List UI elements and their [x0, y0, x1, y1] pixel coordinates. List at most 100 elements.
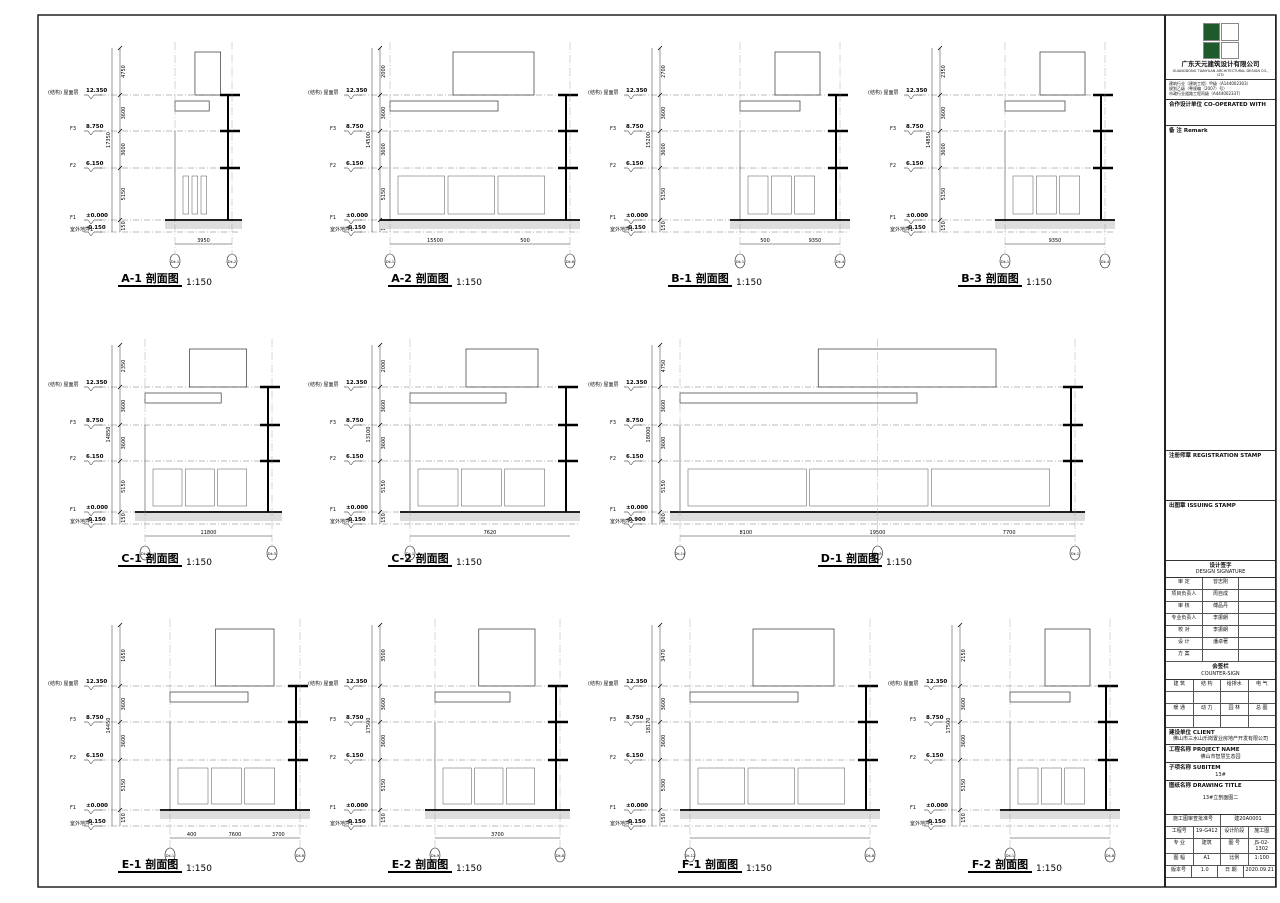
signature-row: 审 核傅品丹	[1166, 602, 1275, 615]
level-name: F2	[70, 456, 76, 462]
level-elevation: 12.350	[346, 679, 367, 685]
height-dimension: 5150	[661, 480, 667, 493]
level-name: F3	[70, 126, 76, 132]
window	[697, 767, 745, 805]
panel-scale: 1:150	[1026, 278, 1052, 288]
countersign-discipline: 建 筑	[1166, 679, 1194, 691]
level-elevation: ±0.000	[346, 505, 368, 511]
level-marker	[344, 94, 362, 100]
level-marker	[84, 94, 102, 100]
level-name: 室外地坪1	[70, 518, 93, 525]
level-marker	[624, 167, 642, 173]
window	[1059, 175, 1080, 215]
canopy-outline	[689, 691, 799, 703]
signature-table: 审 定曾志刚项目负责人周自成审 核傅品丹专业负责人李振朗校 对李振朗设 计潘卓著…	[1166, 578, 1275, 663]
level-elevation: 6.150	[626, 454, 644, 460]
dimension-tick	[937, 45, 943, 51]
window	[794, 175, 815, 215]
height-dimension: 2350	[121, 360, 127, 373]
level-elevation: ±0.000	[906, 213, 928, 219]
level-name: (结构) 屋面层	[308, 89, 339, 96]
height-dimension: 150	[661, 221, 667, 231]
axis-label: Dk-9	[431, 854, 439, 858]
level-marker	[84, 219, 102, 225]
level-elevation: 8.750	[626, 418, 644, 424]
dimension-tick	[117, 757, 123, 763]
parapet-outline	[478, 628, 536, 687]
dimension-tick	[657, 422, 663, 428]
window	[182, 175, 189, 215]
parapet-outline	[774, 51, 821, 96]
level-name: 室外地坪1	[610, 226, 633, 233]
info-key: 图 幅	[1166, 853, 1194, 865]
level-marker	[624, 825, 642, 831]
subitem-label: 子项名称 SUBITEM	[1169, 764, 1221, 771]
height-dimension: 3600	[941, 143, 947, 156]
signature-title-en: DESIGN SIGNATURE	[1195, 569, 1246, 576]
countersign-cell	[1166, 691, 1194, 703]
parapet-outline	[215, 628, 275, 687]
height-dimension: 3600	[661, 107, 667, 120]
level-name: F1	[70, 507, 76, 513]
dimension-tick	[377, 128, 383, 134]
dimension-tick	[657, 165, 663, 171]
height-dimension: 3600	[661, 143, 667, 156]
panel-scale: 1:150	[186, 864, 212, 874]
dimension-tick	[957, 757, 963, 763]
countersign-blank-row	[1166, 691, 1275, 704]
panel-scale: 1:150	[456, 278, 482, 288]
dimension-tick	[957, 683, 963, 689]
level-elevation: 6.150	[626, 161, 644, 167]
dimension-tick	[657, 622, 663, 628]
window	[211, 767, 242, 805]
canopy-outline	[1009, 691, 1071, 703]
ground-hatch	[680, 811, 880, 819]
window	[244, 767, 275, 805]
axis-bubble	[226, 253, 238, 269]
level-marker	[84, 511, 102, 517]
dimension-tick	[377, 622, 383, 628]
countersign-row: 建 筑结 构给排水电 气	[1166, 679, 1275, 692]
level-marker	[924, 721, 942, 727]
level-marker	[84, 130, 102, 136]
level-elevation: 12.350	[626, 679, 647, 685]
level-name: (结构) 屋面层	[888, 680, 919, 687]
level-elevation: 12.350	[926, 679, 947, 685]
parapet-outline	[1039, 51, 1086, 96]
window	[397, 175, 445, 215]
signature-role: 审 核	[1166, 602, 1203, 614]
dimension-tick	[937, 128, 943, 134]
ground-hatch	[135, 513, 282, 521]
level-name: F1	[330, 507, 336, 513]
dimension-tick	[117, 458, 123, 464]
height-dimension: 2150	[961, 649, 967, 662]
level-elevation: ±0.000	[346, 213, 368, 219]
ground-hatch	[1000, 811, 1120, 819]
level-elevation: 8.750	[906, 124, 924, 130]
axis-bubble	[734, 253, 746, 269]
countersign-table: 建 筑结 构给排水电 气暖 通动 力园 林总 图	[1166, 679, 1275, 728]
dimension-tick	[117, 384, 123, 390]
height-dimension: 3600	[961, 698, 967, 711]
level-elevation: 8.750	[346, 715, 364, 721]
ground-hatch	[400, 513, 580, 521]
level-marker	[84, 167, 102, 173]
cert-line: 建筑行业（建筑工程）甲级（A144002303）	[1169, 81, 1251, 87]
dimension-tick	[117, 217, 123, 223]
level-marker	[924, 759, 942, 765]
level-elevation: -0.150	[626, 225, 646, 231]
level-marker	[904, 231, 922, 237]
dimension-tick	[657, 128, 663, 134]
dimension-tick	[957, 807, 963, 813]
approval-value: 建20A0001	[1234, 815, 1262, 822]
signature-sign	[1239, 578, 1275, 589]
level-name: 室外地坪1	[890, 226, 913, 233]
span-dimension: 19500	[870, 530, 886, 536]
axis-label: Dk-1	[166, 854, 174, 858]
window	[931, 468, 1050, 507]
signature-name: 周自成	[1203, 590, 1240, 602]
